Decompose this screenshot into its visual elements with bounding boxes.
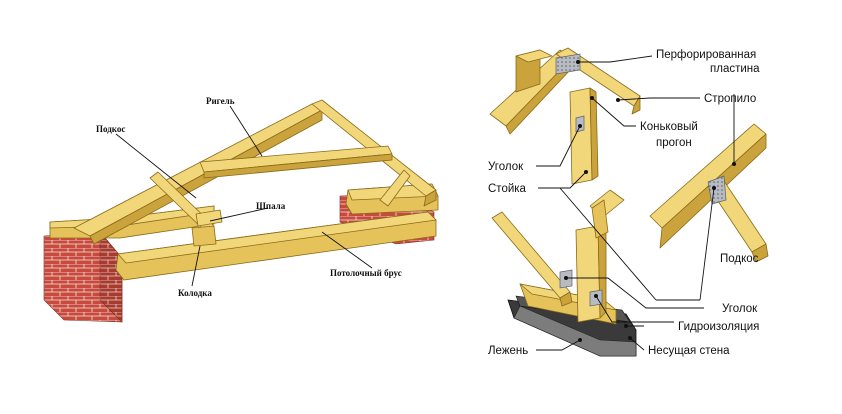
label-rigel: Ригель — [206, 96, 235, 106]
label-podkos-left: Подкос — [96, 124, 125, 134]
block — [191, 225, 217, 247]
ceiling-beam — [115, 211, 437, 281]
label-ridge-purlin-2: прогон — [656, 137, 692, 149]
collar-tie — [199, 145, 393, 179]
label-shpala: Шпала — [256, 201, 286, 211]
label-waterproofing: Гидроизоляция — [678, 321, 759, 333]
label-ridge-purlin: Коньковый — [640, 121, 698, 133]
label-sill: Лежень — [488, 345, 528, 357]
sleeper — [195, 209, 223, 227]
label-perforated-plate-2: пластина — [710, 63, 760, 75]
label-kolodka: Колодка — [178, 288, 212, 298]
left-leaders — [115, 105, 373, 287]
label-perforated-plate: Перфорированная — [656, 49, 756, 61]
strut-joint — [649, 123, 769, 263]
label-corner-bottom: Уголок — [722, 303, 758, 315]
label-bearing-wall: Несущая стена — [648, 345, 730, 357]
label-post: Стойка — [488, 183, 527, 195]
label-potolochny-brus: Потолочный брус — [330, 268, 402, 278]
right-strut — [379, 169, 411, 207]
base-assembly — [491, 189, 637, 357]
right-leaders — [536, 55, 736, 351]
left-truss-illustration — [43, 99, 439, 323]
label-rafter: Стропило — [704, 93, 756, 105]
label-strut: Подкос — [720, 253, 759, 265]
label-corner-top: Уголок — [488, 161, 524, 173]
left-brick-pier — [43, 231, 123, 323]
